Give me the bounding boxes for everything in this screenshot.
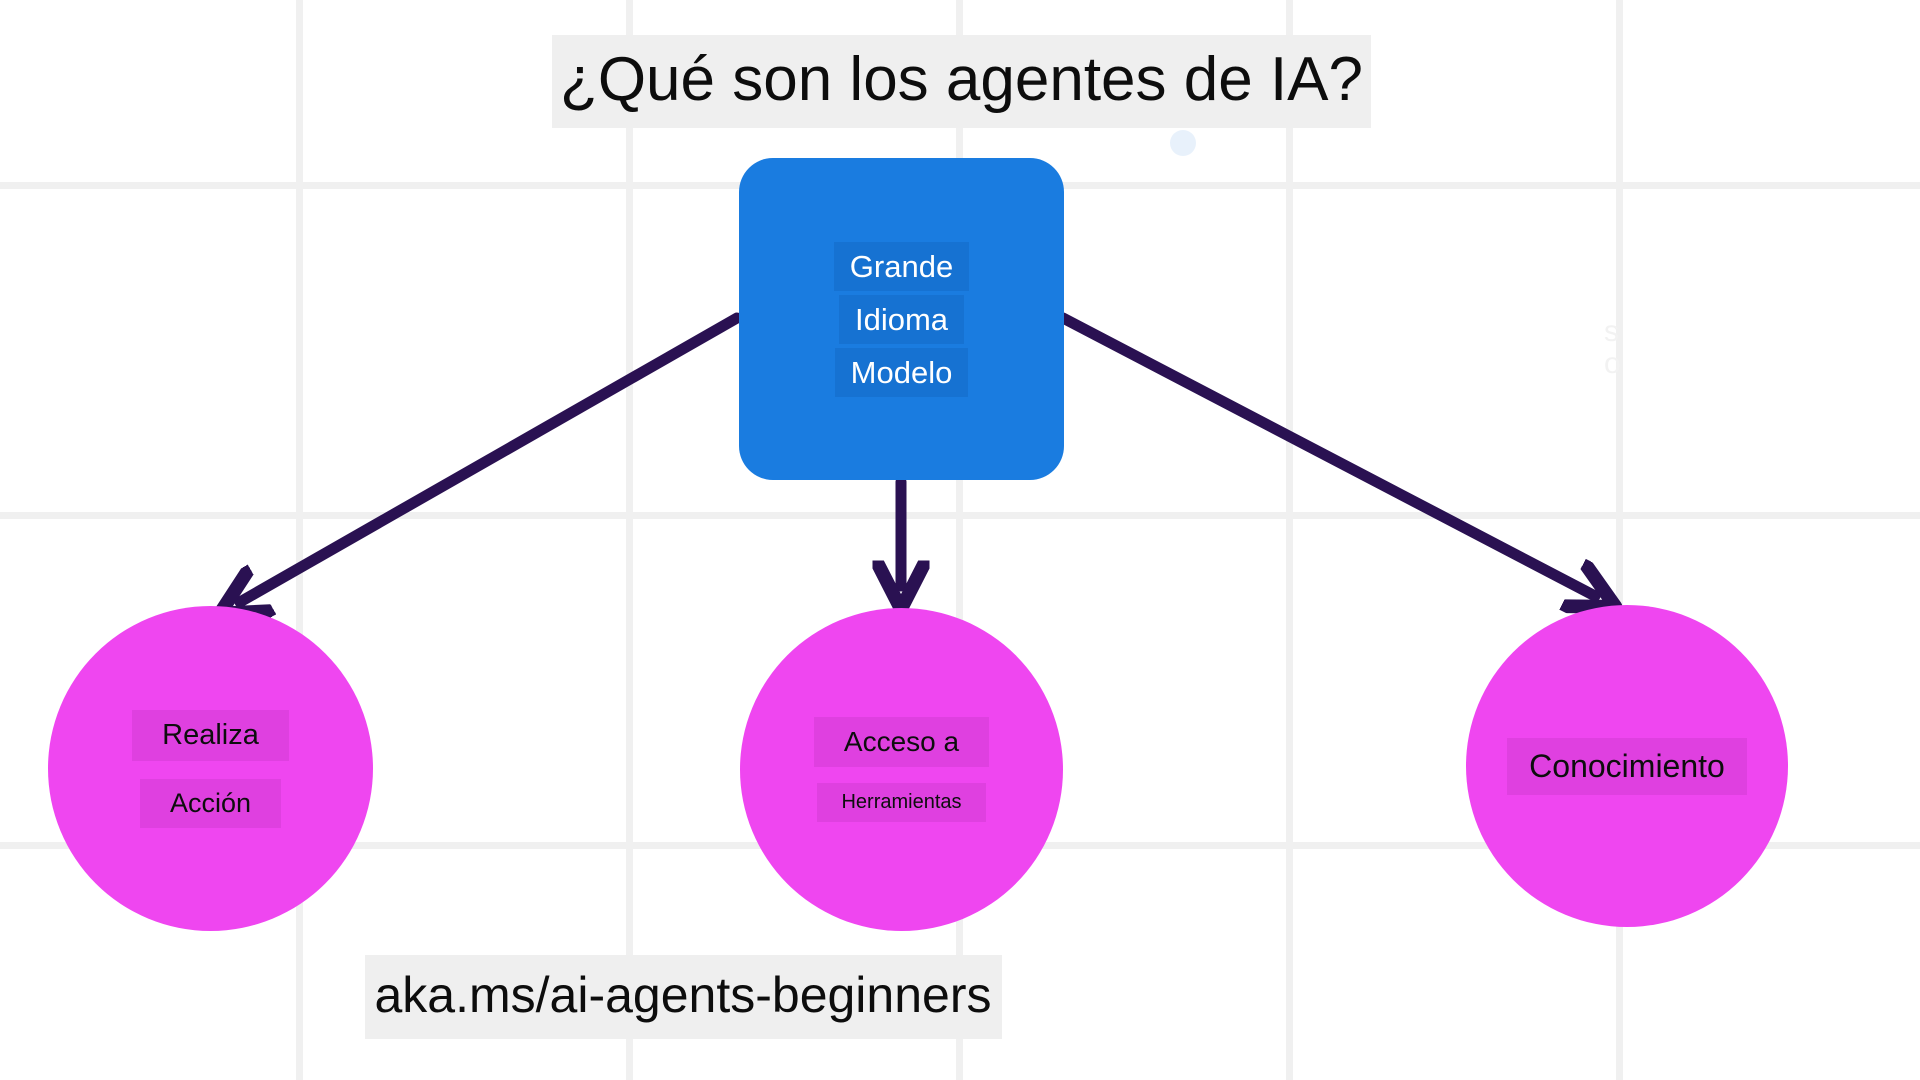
node-performs-action[interactable]: Realiza Acción bbox=[48, 606, 373, 931]
ghost-text-right: s o bbox=[1604, 315, 1621, 380]
node-knowledge-line-1: Conocimiento bbox=[1507, 737, 1747, 795]
footer-url-text: aka.ms/ai-agents-beginners bbox=[364, 955, 1002, 1039]
node-tools-line-2: Herramientas bbox=[817, 783, 986, 822]
node-tools-line-1: Acceso a bbox=[813, 717, 990, 767]
node-access-to-tools[interactable]: Acceso a Herramientas bbox=[740, 608, 1063, 931]
ghost-dot-mark bbox=[1170, 130, 1196, 156]
llm-card[interactable]: Grande Idioma Modelo bbox=[739, 158, 1064, 480]
llm-line-2: Idioma bbox=[838, 294, 965, 344]
llm-line-3: Modelo bbox=[834, 347, 969, 397]
footer-url[interactable]: aka.ms/ai-agents-beginners bbox=[71, 955, 1295, 1039]
page-title-text: ¿Qué son los agentes de IA? bbox=[551, 35, 1372, 128]
page-title: ¿Qué son los agentes de IA? bbox=[431, 35, 1492, 128]
llm-line-1: Grande bbox=[833, 241, 970, 291]
node-knowledge[interactable]: Conocimiento bbox=[1466, 605, 1788, 927]
node-action-line-2: Acción bbox=[139, 778, 282, 828]
node-action-line-1: Realiza bbox=[132, 709, 289, 761]
